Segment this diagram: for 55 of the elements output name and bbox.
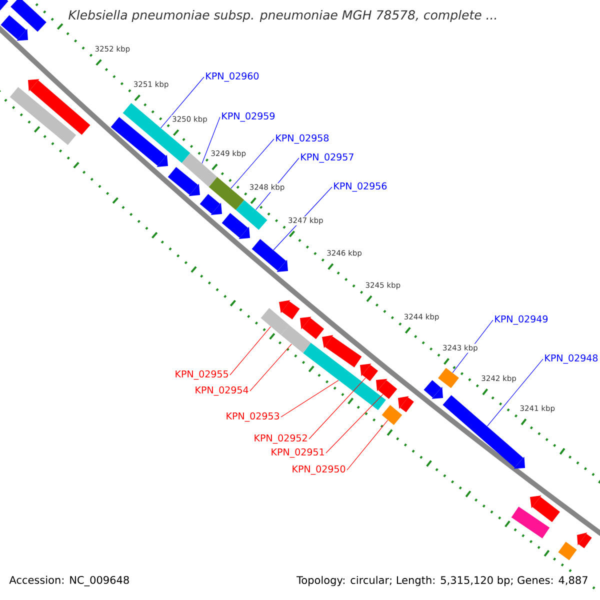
gene-label: KPN_02953	[226, 412, 280, 422]
gene-label: KPN_02950	[292, 465, 346, 475]
gene-block	[122, 103, 190, 163]
gene-label: KPN_02948	[545, 354, 598, 364]
gene-block	[10, 0, 46, 32]
gene-block	[438, 368, 459, 388]
gene-label: KPN_02958	[276, 134, 329, 144]
gene-block	[424, 380, 443, 399]
gene-label: KPN_02954	[196, 386, 248, 396]
gene-block	[208, 177, 244, 210]
gene-block	[200, 194, 222, 216]
gene-block	[558, 542, 577, 560]
gene-label: KPN_02952	[254, 434, 307, 444]
leader-line	[230, 326, 271, 376]
gene-block	[382, 405, 402, 425]
title: Klebsiella pneumoniae subsp. pneumoniae MGH 78578, complete ...	[66, 8, 500, 24]
leader-line	[230, 138, 274, 189]
gene-label: KPN_02959	[222, 112, 275, 122]
gene-block	[279, 300, 300, 320]
gene-label: KPN_02960	[206, 72, 259, 82]
gene-block	[511, 506, 550, 538]
gene-block	[28, 79, 90, 135]
gene-block	[577, 532, 592, 548]
footer-text: Accession: NC_009648	[8, 574, 131, 588]
gene-block	[300, 316, 324, 340]
gene-block	[398, 396, 414, 412]
gene-block	[0, 0, 8, 11]
gene-block	[222, 213, 250, 240]
gene-block	[303, 342, 386, 410]
leader-line	[160, 76, 204, 128]
gene-label: KPN_02955	[176, 370, 228, 380]
gene-block	[252, 239, 288, 272]
leader-line	[280, 380, 339, 418]
leader-line	[250, 344, 292, 392]
footer-text: Topology: circular; Length: 5,315,120 bp; Genes: 4,887	[295, 574, 590, 588]
gene-label: KPN_02956	[334, 182, 387, 192]
gene-block	[530, 496, 560, 522]
gene-block	[260, 308, 290, 335]
leader-line	[202, 116, 220, 164]
leader-line	[346, 420, 388, 470]
gene-block	[110, 117, 168, 168]
leader-line	[486, 358, 544, 427]
gene-block	[236, 200, 268, 230]
gene-label: KPN_02949	[495, 315, 548, 325]
gene-block	[322, 335, 362, 368]
gene-label: KPN_02951	[272, 448, 324, 458]
gene-block	[168, 166, 200, 196]
gene-block	[376, 378, 398, 400]
leader-line	[308, 378, 366, 440]
leader-line	[273, 186, 332, 250]
gene-block	[10, 87, 76, 145]
gene-block	[360, 364, 378, 382]
gene-block	[280, 324, 312, 354]
gene-label: KPN_02957	[301, 153, 354, 163]
gene-block	[0, 15, 28, 41]
